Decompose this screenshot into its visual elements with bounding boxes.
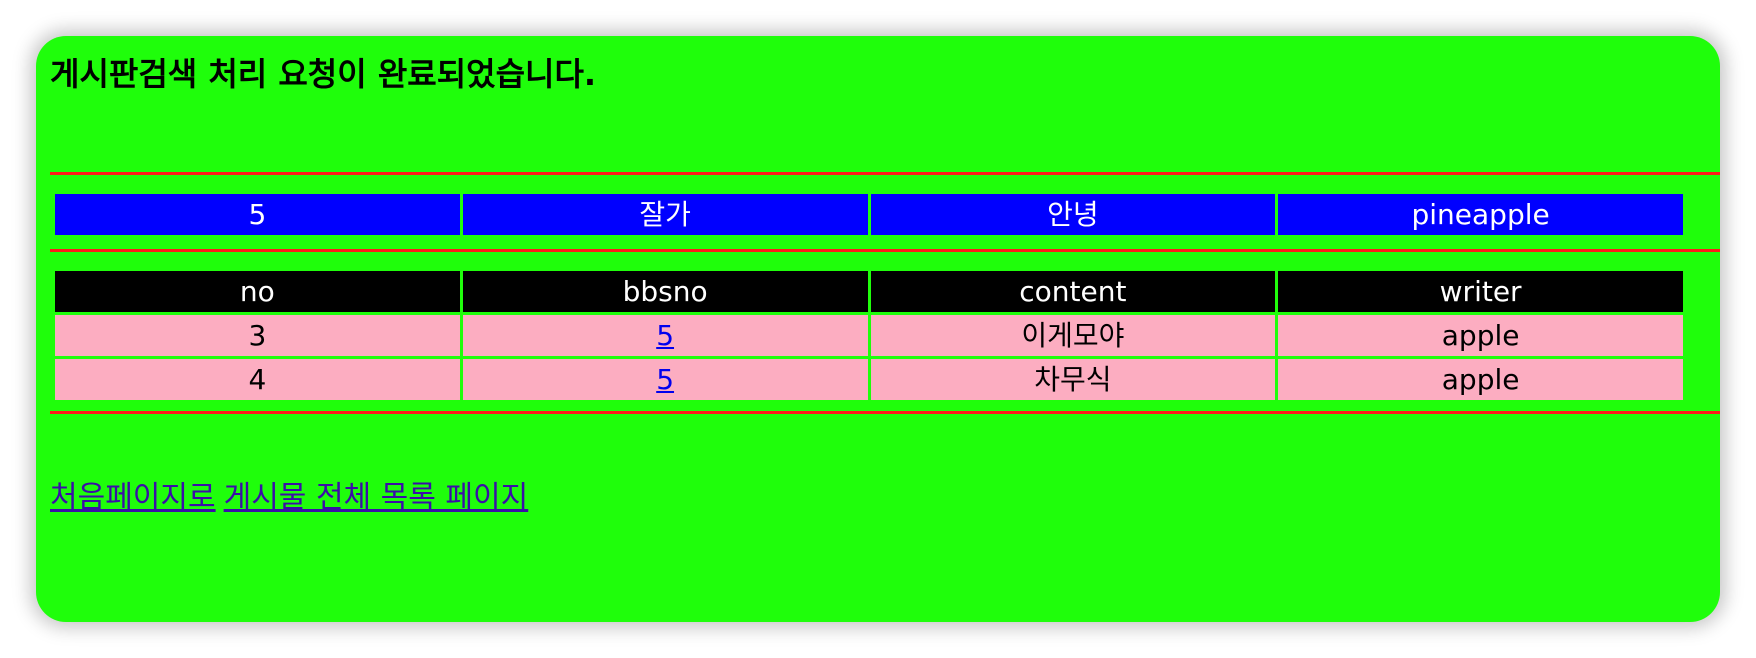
table-row: 3 5 이게모야 apple xyxy=(55,315,1683,356)
cell-writer: apple xyxy=(1278,315,1683,356)
cell-content: 차무식 xyxy=(870,359,1276,400)
cell-bbsno: 5 xyxy=(462,359,868,400)
bbs-detail-content: 안녕 xyxy=(870,194,1276,235)
bbs-list-link[interactable]: 게시물 전체 목록 페이지 xyxy=(223,480,529,515)
cell-bbsno: 5 xyxy=(462,315,868,356)
reply-table: no bbsno content writer 3 5 이게모야 apple 4… xyxy=(52,268,1686,403)
table-header-row: no bbsno content writer xyxy=(55,271,1683,312)
home-link[interactable]: 처음페이지로 xyxy=(50,480,216,515)
column-header-no: no xyxy=(55,271,460,312)
table-row: 4 5 차무식 apple xyxy=(55,359,1683,400)
column-header-bbsno: bbsno xyxy=(462,271,868,312)
cell-writer: apple xyxy=(1278,359,1683,400)
column-header-writer: writer xyxy=(1278,271,1683,312)
bbsno-link[interactable]: 5 xyxy=(656,363,675,396)
bbs-detail-row: 5 잘가 안녕 pineapple xyxy=(55,194,1683,235)
cell-no: 3 xyxy=(55,315,460,356)
divider-bottom xyxy=(50,411,1720,414)
column-header-content: content xyxy=(870,271,1276,312)
divider-top xyxy=(50,172,1720,175)
bbs-detail-no: 5 xyxy=(55,194,460,235)
bbsno-link[interactable]: 5 xyxy=(656,319,675,352)
bbs-detail-table: 5 잘가 안녕 pineapple xyxy=(52,191,1686,238)
cell-no: 4 xyxy=(55,359,460,400)
bbs-detail-title: 잘가 xyxy=(462,194,868,235)
result-panel: 게시판검색 처리 요청이 완료되었습니다. 5 잘가 안녕 pineapple … xyxy=(36,36,1720,622)
bbs-detail-writer: pineapple xyxy=(1278,194,1683,235)
page-title: 게시판검색 처리 요청이 완료되었습니다. xyxy=(50,55,597,93)
cell-content: 이게모야 xyxy=(870,315,1276,356)
divider-middle xyxy=(50,249,1720,252)
